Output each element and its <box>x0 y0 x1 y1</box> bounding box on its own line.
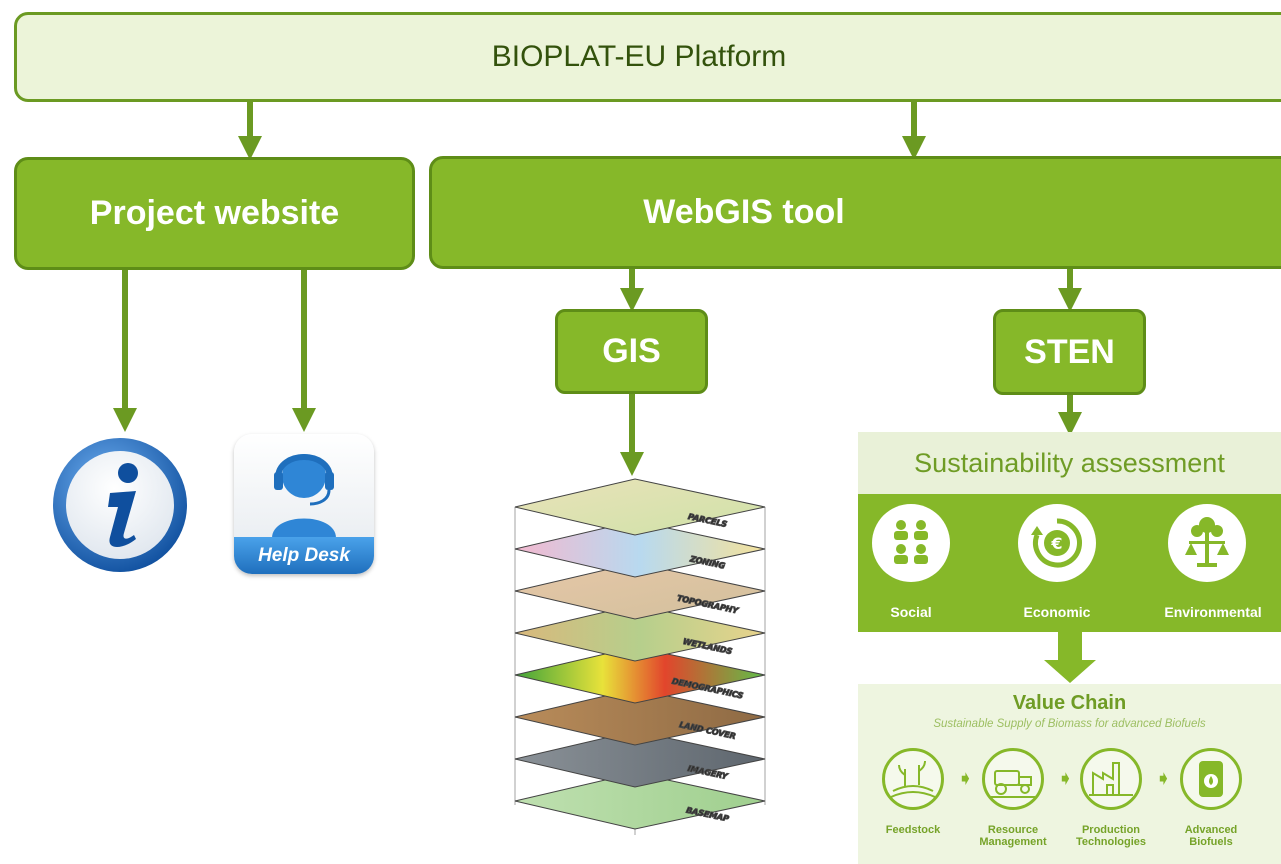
webgis-tool-box: WebGIS tool <box>429 156 1281 269</box>
gis-layer-land-cover <box>514 688 766 746</box>
environmental-icon <box>1168 504 1246 582</box>
sustainability-title: Sustainability assessment <box>858 432 1281 494</box>
gis-layer-zoning <box>514 520 766 578</box>
info-icon <box>53 438 187 572</box>
value-chain-step-resource-management: Resource Management <box>968 824 1058 848</box>
value-chain-subtitle: Sustainable Supply of Biomass for advanc… <box>933 718 1206 730</box>
value-chain-title: Value Chain <box>1012 692 1127 714</box>
arrow-assessment-to-value-chain <box>1044 632 1096 683</box>
gis-layer-parcels <box>514 478 766 536</box>
sten-box: STEN <box>993 309 1146 395</box>
value-chain-step-feedstock: Feedstock <box>868 824 958 836</box>
social-icon <box>872 504 950 582</box>
step-line2: Biofuels <box>1189 836 1233 848</box>
gis-box: GIS <box>555 309 708 394</box>
headset-person-icon <box>272 454 336 538</box>
step-line1: Resource <box>987 824 1039 836</box>
advanced-biofuels-icon <box>1180 748 1242 810</box>
sustainability-assessment-panel: Sustainability assessment € <box>858 432 1281 632</box>
gis-layer-basemap <box>514 772 766 830</box>
pillar-economic-label: Economic <box>1023 604 1091 620</box>
value-chain-step-production-technologies: Production Technologies <box>1066 824 1156 848</box>
value-chain-arrow-3: ➧ <box>1155 768 1172 790</box>
platform-title: BIOPLAT-EU Platform <box>491 40 787 73</box>
step-line2: Technologies <box>1075 836 1147 848</box>
step-line1: Advanced <box>1184 824 1238 836</box>
gis-layer-demographics <box>514 646 766 704</box>
sten-label: STEN <box>1024 332 1115 371</box>
pillar-social-label: Social <box>890 604 932 620</box>
webgis-tool-label: WebGIS tool <box>643 193 845 231</box>
value-chain-panel: Value Chain Sustainable Supply of Biomas… <box>858 684 1281 864</box>
resource-management-icon <box>982 748 1044 810</box>
help-desk-icon: Help Desk <box>234 434 374 574</box>
gis-layer-imagery <box>514 730 766 788</box>
step-line1: Feedstock <box>885 824 941 836</box>
value-chain-arrow-1: ➧ <box>957 768 974 790</box>
gis-layer-topography <box>514 562 766 620</box>
feedstock-icon <box>882 748 944 810</box>
project-website-box: Project website <box>14 157 415 270</box>
step-line2: Management <box>979 836 1047 848</box>
project-website-label: Project website <box>89 194 340 232</box>
svg-text:€: € <box>1050 534 1062 553</box>
value-chain-arrow-2: ➧ <box>1057 768 1074 790</box>
platform-banner: BIOPLAT-EU Platform <box>14 12 1281 102</box>
value-chain-step-advanced-biofuels: Advanced Biofuels <box>1166 824 1256 848</box>
gis-layer-wetlands <box>514 604 766 662</box>
gis-label: GIS <box>602 332 661 370</box>
help-desk-label: Help Desk <box>234 537 374 574</box>
step-line1: Production <box>1081 824 1141 836</box>
economic-icon: € <box>1018 504 1096 582</box>
production-technologies-icon <box>1080 748 1142 810</box>
pillar-environmental-label: Environmental <box>1164 604 1262 620</box>
